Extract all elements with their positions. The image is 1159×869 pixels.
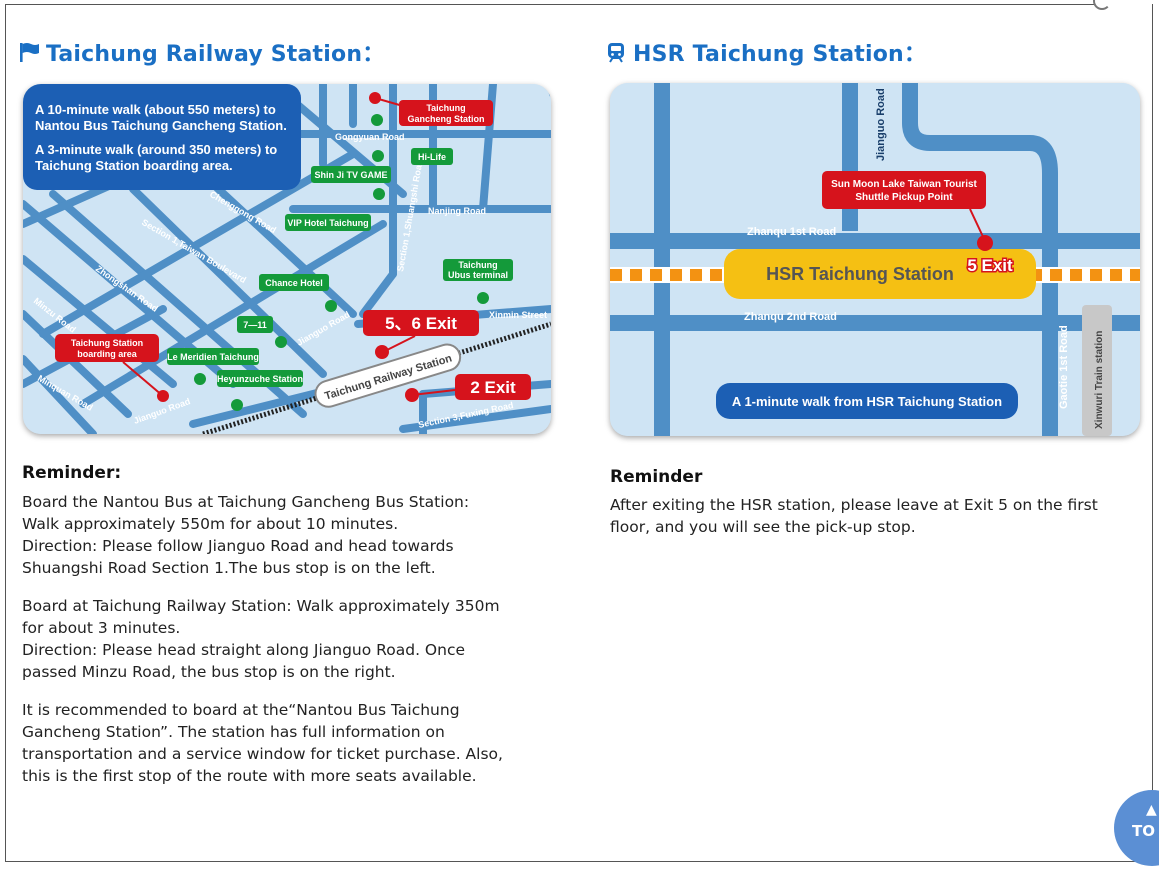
road-label-xinmin: Xinmin Street: [489, 310, 547, 320]
left-reminder-para-1: Board the Nantou Bus at Taichung Ganchen…: [22, 493, 470, 577]
right-reminder-title: Reminder: [610, 467, 703, 487]
road-label-gaotie: Gaotie 1st Road: [1058, 325, 1070, 409]
shinji-label: Shin Ji TV GAME: [314, 170, 387, 180]
left-section-title: Taichung Railway Station：: [18, 36, 384, 68]
arrow-up-icon: ▲: [1146, 802, 1157, 818]
map-info-line4: Taichung Station boarding area.: [35, 158, 233, 173]
gancheng-label-line1: Taichung: [426, 103, 465, 113]
partial-icon: [1093, 0, 1111, 10]
content-frame: [5, 4, 1153, 862]
xinwuri-label: Xinwuri Train station: [1094, 331, 1105, 429]
right-section-title: HSR Taichung Station：: [605, 36, 926, 68]
vip-hotel-label: VIP Hotel Taichung: [287, 218, 368, 228]
railway-station-map: A 10-minute walk (about 550 meters) to N…: [23, 84, 551, 434]
flag-icon: [20, 43, 39, 62]
exit-5-label: 5 Exit: [967, 256, 1013, 275]
chance-hotel-label: Chance Hotel: [265, 278, 323, 288]
ubus-label-line1: Taichung: [458, 260, 497, 270]
road-label-zhanqu-2: Zhanqu 2nd Road: [744, 311, 837, 323]
map-info-line1: A 10-minute walk (about 550 meters) to: [35, 102, 276, 117]
right-title-text: HSR Taichung Station：: [633, 42, 927, 67]
map-info-line3: A 3-minute walk (around 350 meters) to: [35, 142, 277, 157]
right-reminder-para-1: After exiting the HSR station, please le…: [610, 496, 1098, 536]
exit-2-label: 2 Exit: [470, 378, 516, 397]
road-label-jianguo: Jianguo Road: [875, 88, 887, 161]
hilife-label: Hi-Life: [418, 152, 446, 162]
seven-eleven-label: 7—11: [243, 320, 267, 330]
boarding-label-line1: Taichung Station: [71, 338, 143, 348]
hsr-station-map: HSR Taichung Station 5 Exit Jianguo Road…: [610, 83, 1140, 436]
walk-info: A 1-minute walk from HSR Taichung Statio…: [732, 394, 1002, 409]
map-info-line2: Nantou Bus Taichung Gancheng Station.: [35, 118, 287, 133]
heyun-label: Heyunzuche Station: [217, 374, 303, 384]
road-label-nanjing: Nanjing Road: [428, 206, 486, 216]
left-title-text: Taichung Railway Station：: [46, 42, 385, 67]
ubus-label-line2: Ubus terminal: [448, 270, 508, 280]
boarding-label-line2: boarding area: [77, 349, 138, 359]
left-reminder-para-2: Board at Taichung Railway Station: Walk …: [22, 597, 500, 681]
top-border: [5, 0, 1095, 5]
left-reminder-para-3: It is recommended to board at the“Nantou…: [22, 701, 503, 785]
left-reminder-title: Reminder:: [22, 463, 122, 483]
train-icon: [608, 43, 624, 63]
hsr-station-label: HSR Taichung Station: [766, 264, 954, 284]
gancheng-label-line2: Gancheng Station: [407, 114, 484, 124]
road-label-zhanqu-1: Zhanqu 1st Road: [747, 226, 836, 238]
road-label-gongyuan: Gongyuan Road: [335, 132, 405, 142]
exit-56-label: 5、6 Exit: [385, 314, 457, 333]
pickup-label-line1: Sun Moon Lake Taiwan Tourist: [831, 179, 977, 190]
back-to-top-label: TO: [1132, 822, 1155, 840]
pickup-label-line2: Shuttle Pickup Point: [855, 192, 953, 203]
meridien-label: Le Meridien Taichung: [167, 352, 259, 362]
